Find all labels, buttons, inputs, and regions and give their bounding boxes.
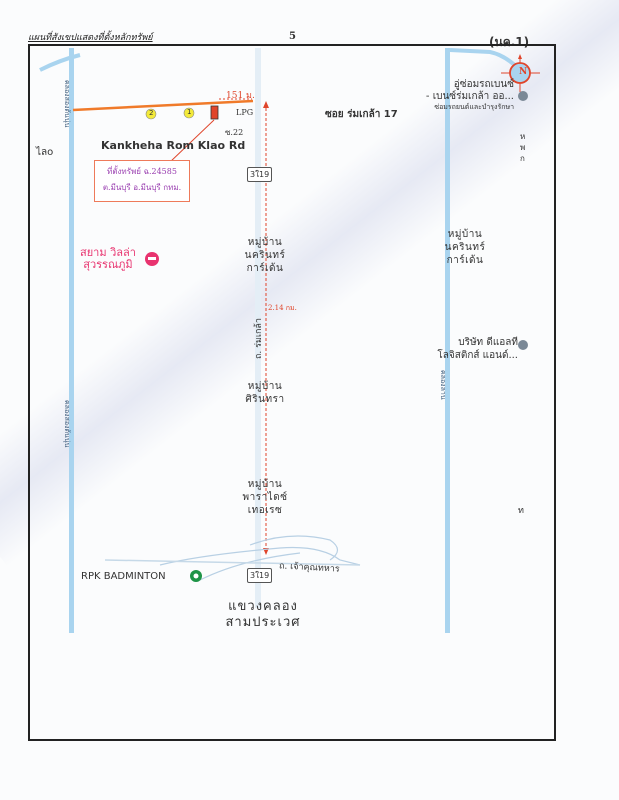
poi-garage: อู่ซ่อมรถเบนซ์ - เบนซ์ร่มเกล้า ออ... ซ่อ…: [400, 79, 514, 112]
pointer-line: [168, 119, 215, 164]
romklao-road: [255, 48, 261, 608]
village-line: พาราไดซ์: [242, 492, 288, 503]
poi-badminton: RPK BADMINTON: [81, 571, 166, 582]
romklao-road-label: ถ. ร่มเกล้า: [254, 318, 264, 360]
canal-left-label-2: คลองสองต้นนุ่น: [63, 400, 71, 448]
district-line: แขวงคลอง: [228, 599, 298, 614]
distance-top-label: 151 ม.: [226, 91, 255, 101]
property-marker-icon: [210, 105, 219, 120]
document-title: แผนที่สังเขปแสดงที่ตั้งหลักทรัพย์: [28, 33, 153, 43]
edge-fragment: ท: [518, 506, 524, 516]
property-id: ที่ตั้งทรัพย์ ฉ.24585: [107, 167, 177, 176]
marker-2-label: 2: [149, 109, 154, 117]
edge-fragments: ห พ ก: [520, 131, 525, 164]
district-label: แขวงคลอง สามประเวศ: [213, 599, 313, 631]
compass-label: N: [519, 67, 528, 77]
poi-hotel-name: สยาม วิลล่า: [80, 246, 136, 259]
village-nakarin-garden-2: หมู่บ้าน นครินทร์ การ์เด้น: [425, 228, 505, 267]
main-road-label: Kankheha Rom Klao Rd: [101, 139, 246, 152]
route-line: [72, 99, 254, 112]
canal-road-left: [69, 48, 74, 633]
canal-road-right: [445, 48, 450, 633]
edge-fragment: ก: [520, 154, 525, 163]
village-line: นครินทร์: [444, 242, 486, 253]
canal-branch-right: [449, 48, 522, 72]
village-line: หมู่บ้าน: [247, 237, 283, 248]
village-line: เทอเรซ: [247, 505, 283, 516]
soi-romklao-label: ซอย ร่มเกล้า 17: [325, 109, 398, 120]
page-number: 5: [289, 31, 296, 42]
badminton-pin-icon: [190, 570, 202, 582]
poi-company-name-2: โลจิสติกส์ แอนด์...: [437, 350, 518, 361]
village-line: หมู่บ้าน: [447, 229, 483, 240]
route-badge-bottom: 3ใ19: [247, 568, 273, 583]
arrow-up-icon: [263, 101, 269, 108]
chaokhun-road: [104, 559, 361, 566]
property-location: ต.มีนบุรี อ.มีนบุรี กทม.: [102, 183, 182, 192]
poi-hotel-name-2: สุวรรณภูมิ: [83, 258, 133, 271]
garage-pin-icon: [518, 91, 528, 101]
village-line: การ์เด้น: [446, 255, 484, 266]
village-line: หมู่บ้าน: [247, 381, 283, 392]
canal-branch: [39, 53, 81, 72]
poi-company-name: บริษัท ดีแอลที: [458, 337, 518, 348]
village-paradise-terrace: หมู่บ้าน พาราไดซ์ เทอเรซ: [225, 478, 305, 517]
company-pin-icon: [518, 340, 528, 350]
hotel-pin-icon: [145, 252, 159, 266]
route-badge-top: 3ใ19: [247, 167, 273, 182]
marker-1-label: 1: [187, 108, 192, 116]
edge-fragment: ห: [520, 132, 526, 141]
marker-1-icon: [183, 107, 195, 119]
distance-vertical-label: 2.14 กม.: [268, 304, 297, 312]
soi-22-label: ซ.22: [225, 128, 244, 137]
village-sirintra: หมู่บ้าน ศิรินทรา: [225, 380, 305, 406]
district-line: สามประเวศ: [225, 615, 301, 630]
poi-garage-name: อู่ซ่อมรถเบนซ์: [453, 79, 514, 90]
map-frame: [28, 44, 556, 741]
poi-hotel: สยาม วิลล่า สุวรรณภูมิ: [80, 247, 136, 271]
canal-left-label: คลองสองต้นนุ่น: [63, 80, 71, 128]
village-nakarin-garden: หมู่บ้าน นครินทร์ การ์เด้น: [225, 236, 305, 275]
poi-company: บริษัท ดีแอลที โลจิสติกส์ แอนด์...: [400, 336, 518, 362]
road-fragment-label: ไลo: [36, 147, 54, 158]
lpg-label: LPG: [236, 108, 254, 117]
village-line: ศิรินทรา: [245, 394, 285, 405]
edge-fragment: พ: [520, 143, 526, 152]
village-line: การ์เด้น: [246, 263, 284, 274]
property-info-box: ที่ตั้งทรัพย์ ฉ.24585 ต.มีนบุรี อ.มีนบุร…: [94, 160, 190, 202]
compass-icon: [501, 54, 540, 92]
marker-2-icon: [145, 108, 157, 120]
poi-garage-name-2: - เบนซ์ร่มเกล้า ออ...: [425, 91, 514, 102]
canal-right-label: คลองลาน: [439, 370, 447, 400]
poi-garage-category: ซ่อมรถยนต์และบำรุงรักษา: [434, 103, 514, 111]
village-line: หมู่บ้าน: [247, 479, 283, 490]
village-line: นครินทร์: [244, 250, 286, 261]
